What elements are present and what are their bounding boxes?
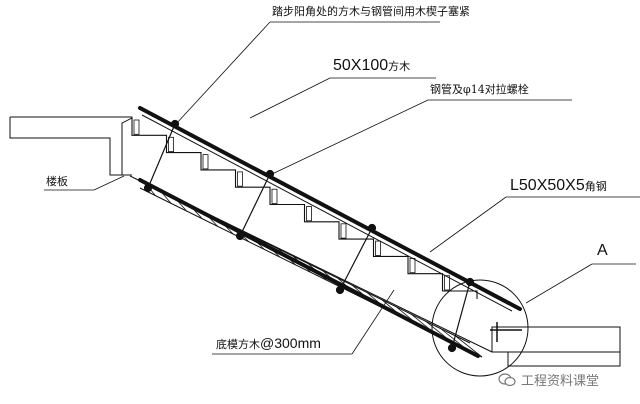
- riser-formwork: [133, 119, 140, 135]
- bolt-end-bottom: [143, 183, 153, 193]
- bottom-timber-prefix-text: 底模方木: [216, 338, 260, 351]
- leader-slab: [44, 175, 125, 191]
- angle-steel-label: L50X50X5角钢: [510, 178, 607, 194]
- wechat-icon: [498, 372, 516, 386]
- leader-rebar: [267, 99, 572, 177]
- tie-bolt: [147, 123, 176, 189]
- riser-formwork: [306, 206, 312, 222]
- leader-top-note: [175, 21, 440, 125]
- timber-50x100: [141, 114, 513, 312]
- lower-slab-outline: [491, 326, 621, 367]
- riser-formwork: [340, 223, 347, 239]
- bottom-timber-label: 底模方木@300mm: [216, 336, 321, 350]
- timber-size-text: 50X100: [333, 57, 389, 74]
- tie-bolt: [339, 227, 373, 291]
- leader-timber: [249, 77, 436, 119]
- riser-formwork: [375, 240, 381, 256]
- riser-formwork: [271, 188, 278, 204]
- rebar-bolt-label: 钢管及φ14对拉螺栓: [430, 83, 529, 96]
- top-note-label: 踏步阳角处的方木与钢管间用木楔子塞紧: [272, 5, 470, 18]
- watermark-text: 工程资料课堂: [521, 374, 600, 389]
- leader-bottom: [212, 289, 395, 355]
- bottom-timber-spacing-text: @300mm: [260, 335, 321, 351]
- detail-ref-label: A: [597, 242, 608, 259]
- riser-formwork: [168, 136, 174, 153]
- top-steel-pipe: [138, 106, 522, 311]
- bracing-member: [455, 335, 483, 358]
- tie-bolt: [239, 173, 271, 237]
- angle-steel-unit-text: 角钢: [584, 180, 607, 193]
- bolt-end-bottom: [235, 231, 245, 241]
- detail-circle-a: [431, 279, 529, 377]
- tie-bolts: [143, 119, 475, 353]
- leader-detail-a: [525, 263, 636, 304]
- bolt-end-bottom: [335, 285, 345, 295]
- step-profile: [131, 118, 478, 299]
- riser-formwork: [237, 171, 243, 187]
- angle-steel-size-text: L50X50X5: [510, 177, 585, 194]
- stair-steps: [131, 118, 478, 299]
- bolt-end-top: [170, 119, 180, 129]
- bolt-end-top: [367, 223, 377, 233]
- slab-label: 楼板: [46, 175, 68, 188]
- tie-bolt: [451, 281, 471, 349]
- timber-unit-text: 方木: [388, 60, 411, 73]
- leader-angle: [429, 196, 640, 253]
- riser-formwork: [202, 154, 209, 170]
- upper-slab-outline: [9, 116, 133, 176]
- watermark: 工程资料课堂: [498, 370, 599, 389]
- angle-steel: [490, 322, 522, 342]
- riser-formwork: [444, 275, 450, 291]
- riser-formwork: [409, 257, 416, 274]
- bolt-end-bottom: [447, 343, 457, 353]
- timber-size-label: 50X100方木: [333, 58, 410, 74]
- bottom-steel-pipe: [138, 178, 480, 358]
